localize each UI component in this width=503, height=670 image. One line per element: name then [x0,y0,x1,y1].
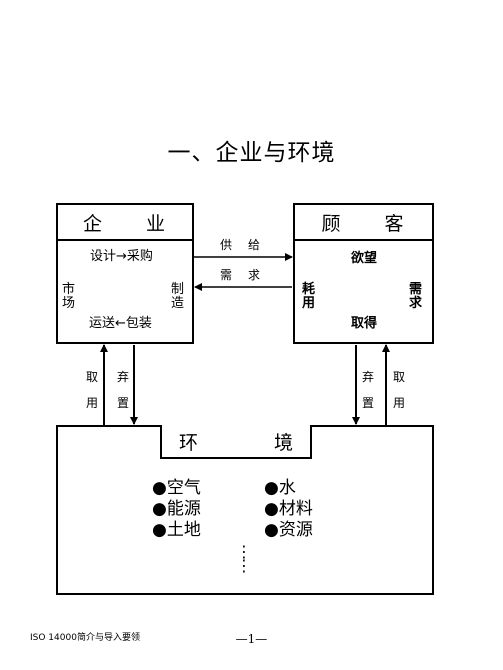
right-take-label-1: 取 [393,370,406,384]
cycle-ship-pack: 运送←包装 [89,316,152,331]
left-take-label-1: 取 [86,370,99,384]
left-discard-label-1: 弃 [117,370,130,384]
cycle-market-2: 场 [62,296,76,311]
right-discard-label-2: 置 [362,396,375,410]
cycle-need-1: 需 [409,282,423,297]
cycle-market-1: 市 [62,282,76,297]
page-number: —1— [235,632,268,646]
cycle-manufacture-2: 造 [171,296,185,311]
cycle-need-2: 求 [409,296,423,311]
env-item-air: ●空气 [152,478,201,498]
cycle-consume-1: 耗 [302,282,316,297]
environment-header: 环 境 [160,425,312,459]
customer-box: 顾 客 [293,203,434,344]
cycle-consume-2: 用 [302,296,316,311]
supply-label-1: 供 [220,238,233,252]
cycle-design-purchase: 设计→采购 [90,249,153,264]
demand-label-2: 求 [248,268,261,282]
env-item-resources: ●资源 [264,520,313,540]
env-item-land: ●土地 [152,520,201,540]
cycle-manufacture-1: 制 [171,282,185,297]
customer-header: 顾 客 [295,205,432,241]
environment-header-text: 环 境 [178,431,293,454]
cycle-desire: 欲望 [351,251,378,266]
cycle-obtain: 取得 [351,316,378,331]
enterprise-header: 企 业 [58,205,192,241]
left-discard-label-2: 置 [117,396,130,410]
right-discard-label-1: 弃 [362,370,375,384]
env-item-energy: ●能源 [152,499,201,519]
env-ellipsis: ⋮⋮ [236,542,252,575]
demand-label-1: 需 [220,268,233,282]
footer-title: ISO 14000简介与导入要领 [30,633,140,643]
enterprise-box: 企 业 [56,203,194,344]
env-item-water: ●水 [264,478,296,498]
env-item-materials: ●材料 [264,499,313,519]
supply-label-2: 给 [248,238,261,252]
page-title: 一、企业与环境 [167,140,336,166]
left-take-label-2: 用 [86,396,99,410]
right-take-label-2: 用 [393,396,406,410]
